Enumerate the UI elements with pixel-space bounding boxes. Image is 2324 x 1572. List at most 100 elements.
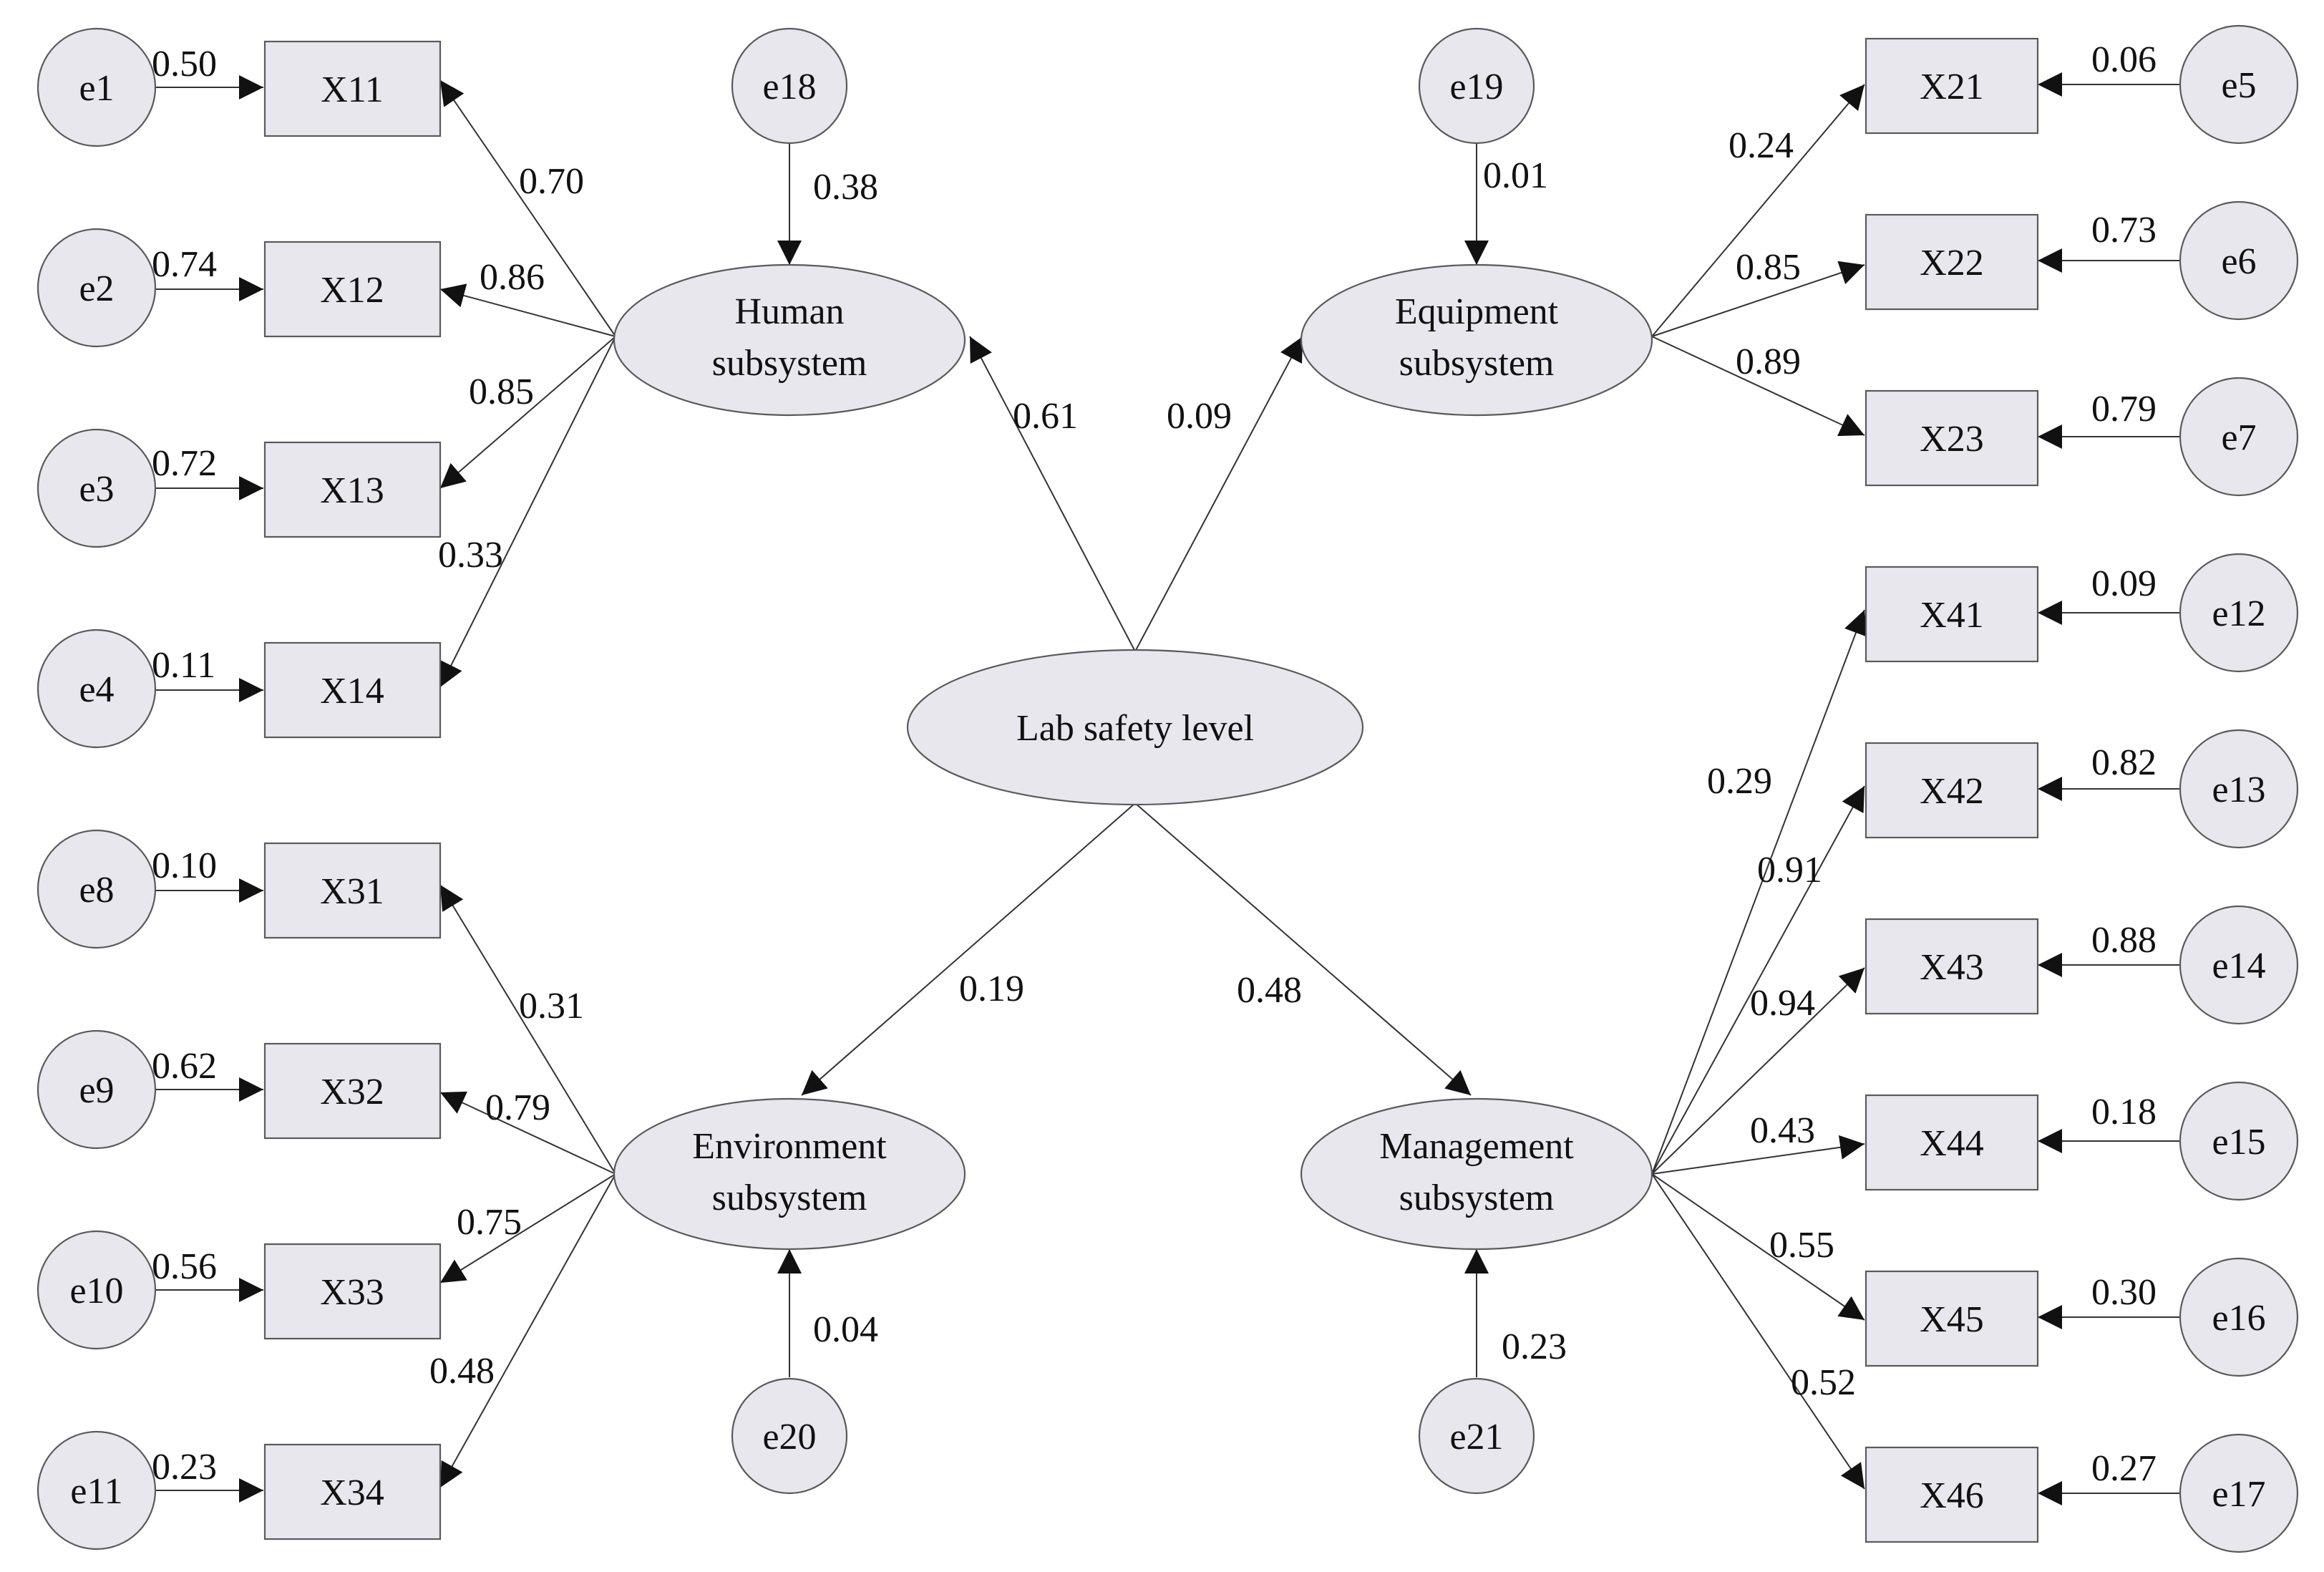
disturbance-e19-label: e19 [1449, 67, 1503, 107]
path-lab-to-management [1134, 802, 1472, 1096]
indicator-x34 [263, 1443, 442, 1541]
loading-x41 [1651, 609, 1867, 1175]
indicator-x13 [263, 441, 442, 538]
loading-x31 [439, 884, 616, 1175]
indicator-x43-label: X43 [1920, 947, 1984, 988]
indicator-x12 [263, 241, 442, 338]
loading-x14 [439, 336, 616, 688]
loading-x46 [1651, 1173, 1865, 1490]
error-value-e5: 0.06 [2091, 39, 2157, 80]
loading-x11 [439, 79, 616, 337]
error-node-e12-label: e12 [2212, 593, 2265, 634]
loading-value-x46: 0.52 [1791, 1362, 1856, 1403]
error-node-e7 [2179, 377, 2299, 497]
error-value-e16: 0.30 [2091, 1272, 2157, 1313]
error-node-e1 [37, 27, 157, 147]
disturbance-nodes: e18 e19 e20 e21 [731, 27, 1535, 1495]
loading-x13 [439, 336, 616, 489]
error-node-e8 [37, 829, 157, 949]
disturbance-value-e20: 0.04 [813, 1309, 878, 1350]
error-value-e2: 0.74 [152, 244, 217, 285]
loading-value-x12: 0.86 [480, 257, 545, 298]
error-value-e7: 0.79 [2091, 389, 2157, 430]
indicator-x41 [1864, 566, 2039, 663]
loading-x34 [439, 1173, 616, 1488]
error-node-e6 [2179, 200, 2299, 321]
error-value-e10: 0.56 [152, 1246, 217, 1287]
error-node-e2 [37, 228, 157, 348]
indicator-x11-label: X11 [321, 69, 384, 110]
latent-environment [613, 1097, 966, 1251]
error-node-e3 [37, 428, 157, 548]
disturbance-value-e19: 0.01 [1483, 155, 1548, 196]
disturbance-value-e21: 0.23 [1502, 1326, 1567, 1367]
central-latent [906, 649, 1364, 806]
error-value-e15: 0.18 [2091, 1092, 2157, 1132]
error-node-e11 [37, 1430, 157, 1551]
error-value-e9: 0.62 [152, 1046, 217, 1087]
latent-human [613, 263, 966, 417]
disturbance-e20-label: e20 [762, 1417, 816, 1457]
disturbance-value-e18: 0.38 [813, 167, 878, 208]
loading-value-x45: 0.55 [1769, 1225, 1834, 1266]
error-node-e17-label: e17 [2212, 1474, 2265, 1515]
disturbance-e18 [731, 27, 848, 145]
indicator-x32 [263, 1042, 442, 1140]
indicator-x31 [263, 842, 442, 939]
edges [156, 72, 2181, 1505]
latent-environment-line2: subsystem [712, 1178, 867, 1218]
loading-x12 [439, 283, 616, 337]
latent-human-line2: subsystem [712, 343, 867, 384]
error-node-e17 [2179, 1433, 2299, 1553]
error-value-e14: 0.88 [2091, 920, 2157, 961]
error-node-e7-label: e7 [2221, 417, 2256, 458]
indicator-x23-label: X23 [1920, 419, 1984, 460]
edge-labels: 0.61 0.09 0.19 0.48 0.38 0.01 0.04 0.23 … [152, 39, 2157, 1489]
structural-value-equipment: 0.09 [1167, 396, 1232, 437]
indicator-x43 [1864, 918, 2039, 1015]
loading-x42 [1651, 785, 1865, 1175]
error-value-e4: 0.11 [152, 645, 215, 686]
latent-equipment [1300, 263, 1653, 417]
error-value-e8: 0.10 [152, 845, 217, 886]
indicator-x23 [1864, 389, 2039, 487]
indicator-x14 [263, 641, 442, 739]
error-node-e6-label: e6 [2221, 241, 2256, 282]
loading-x33 [439, 1173, 616, 1284]
indicator-x45-label: X45 [1920, 1299, 1984, 1340]
loading-x32 [439, 1091, 616, 1175]
structural-value-management: 0.48 [1237, 970, 1302, 1011]
error-node-e4 [37, 629, 157, 749]
error-node-e11-label: e11 [70, 1471, 122, 1512]
structural-value-human: 0.61 [1013, 396, 1078, 437]
error-node-e9-label: e9 [79, 1070, 114, 1111]
loading-value-x42: 0.91 [1757, 850, 1822, 891]
error-node-e12 [2179, 553, 2299, 673]
loading-x43 [1651, 967, 1865, 1175]
error-node-e14 [2179, 905, 2299, 1025]
loading-value-x31: 0.31 [519, 986, 584, 1027]
loading-value-x34: 0.48 [429, 1351, 495, 1392]
latent-nodes: Lab safety level Human subsystem Equipme… [613, 263, 1653, 1251]
indicator-x13-label: X13 [320, 470, 384, 511]
loading-value-x32: 0.79 [485, 1087, 550, 1128]
error-node-e15 [2179, 1081, 2299, 1201]
error-node-e4-label: e4 [79, 669, 114, 710]
indicator-x42-label: X42 [1920, 771, 1984, 812]
error-value-e1: 0.50 [152, 44, 217, 84]
error-node-e8-label: e8 [79, 870, 114, 911]
path-lab-to-environment [801, 802, 1136, 1096]
error-node-e13 [2179, 729, 2299, 849]
error-node-e1-label: e1 [79, 68, 114, 109]
loading-value-x13: 0.85 [469, 372, 534, 412]
loading-value-x21: 0.24 [1729, 125, 1794, 166]
indicator-x45 [1864, 1270, 2039, 1367]
disturbance-e20 [731, 1377, 848, 1495]
disturbance-e21-label: e21 [1449, 1417, 1503, 1457]
loading-x21 [1651, 84, 1865, 337]
indicator-x41-label: X41 [1920, 595, 1984, 636]
error-value-e6: 0.73 [2091, 210, 2157, 251]
indicator-x22-label: X22 [1920, 243, 1984, 283]
indicator-x21-label: X21 [1920, 67, 1984, 107]
